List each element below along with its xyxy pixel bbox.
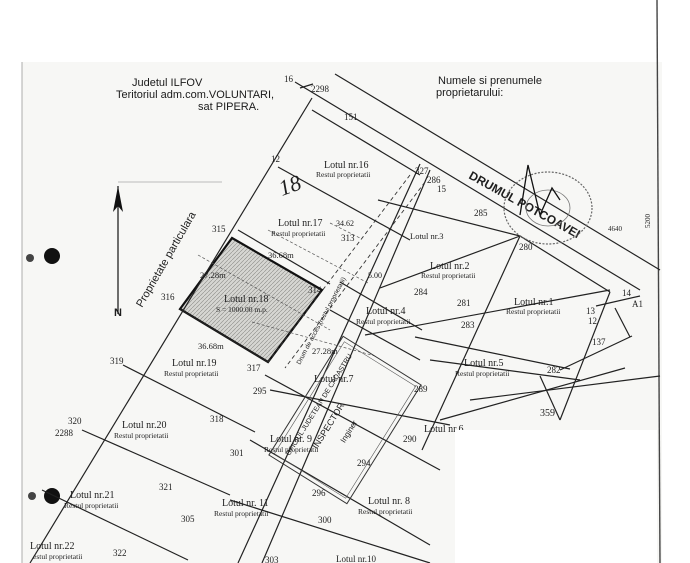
point-number: 321 <box>159 482 173 492</box>
point-number: 284 <box>414 287 428 297</box>
point-number: 4640 <box>608 225 623 233</box>
territory-label: Teritoriul adm.com.VOLUNTARI, <box>116 89 274 101</box>
point-number: 290 <box>403 434 417 444</box>
signature-mark <box>519 164 561 218</box>
point-number: 359 <box>540 408 555 419</box>
round-stamp <box>503 164 593 245</box>
owner-label-2: proprietarului: <box>436 87 503 99</box>
point-number: 294 <box>357 458 371 468</box>
lot-sub: Restul proprietatii <box>455 369 509 378</box>
point-number: 319 <box>110 356 124 366</box>
owner-label: Numele si prenumele <box>438 75 542 87</box>
point-number: 13 <box>586 306 596 316</box>
point-number: 320 <box>68 416 82 426</box>
lot-sub: Restul proprietatii <box>64 501 118 510</box>
point-number: 300 <box>318 515 332 525</box>
point-number: 2288 <box>55 428 74 438</box>
north-arrow: N <box>113 186 123 319</box>
lot-label: Lotul nr.7 <box>314 374 353 385</box>
lot-label: Lotul nr. 11 <box>222 498 269 509</box>
lot-label: Lotul nr.17 <box>278 218 322 229</box>
dimension-values: 36.68m 27.28m 36.68m 27.28m 34.62 5.00 <box>198 219 382 356</box>
point-number: 137 <box>592 337 606 347</box>
lot-sub: S = 1000.00 m.p. <box>216 305 268 314</box>
lot-label: Lotul nr.22 <box>30 541 74 552</box>
point-number: 317 <box>247 363 261 373</box>
lot-label: Lotul nr.2 <box>430 261 469 272</box>
dimension-value: 27.28m <box>200 270 226 280</box>
scan-crop-area <box>455 430 657 563</box>
dimension-value: 27.28m <box>312 346 338 356</box>
point-number: 282 <box>547 365 561 375</box>
lot-sub: Restul proprietatii <box>358 507 412 516</box>
lot-sub: Restul proprietatii <box>356 317 410 326</box>
point-number: 301 <box>230 448 244 458</box>
point-number: 12 <box>588 316 597 326</box>
lot-label: Lotul nr.21 <box>70 490 114 501</box>
lot-label: Lotul nr.20 <box>122 420 166 431</box>
point-number: 2298 <box>311 84 330 94</box>
point-number: 303 <box>265 555 279 563</box>
point-number: 327 <box>415 166 429 176</box>
point-number: 296 <box>312 488 326 498</box>
point-number: 313 <box>341 233 355 243</box>
lot-sub: estul proprietatii <box>33 552 82 561</box>
point-number: 151 <box>344 112 358 122</box>
point-number: 5200 <box>644 214 652 229</box>
svg-text:N: N <box>114 307 122 319</box>
lot-label: Lotul nr.5 <box>464 358 503 369</box>
sheet-right-edge <box>656 0 661 563</box>
dimension-value: 5.00 <box>368 271 382 280</box>
lot-label: Lotul nr.19 <box>172 358 216 369</box>
point-number: 315 <box>212 224 226 234</box>
lot-label: Lotul nr. 8 <box>368 496 410 507</box>
point-number: 285 <box>474 208 488 218</box>
point-number: A1 <box>632 299 643 309</box>
point-number: 15 <box>437 184 447 194</box>
point-numbers: 16 2298 151 12 327 286 15 285 280 315 31… <box>55 74 652 563</box>
point-number: 14 <box>622 288 632 298</box>
point-number: 314 <box>308 285 322 295</box>
lot-label: Lotul nr.4 <box>366 306 405 317</box>
point-number: 12 <box>271 154 280 164</box>
point-number: 286 <box>427 175 441 185</box>
point-number: 305 <box>181 514 195 524</box>
lot-sub: Restul proprietatii <box>164 369 218 378</box>
lot-sub: Restul proprietatii <box>271 229 325 238</box>
point-number: 281 <box>457 298 471 308</box>
village-label: sat PIPERA. <box>198 101 259 113</box>
lot-label-fragment: Lotul nr.6 <box>424 424 463 435</box>
lot-label-fragment: Lotul nr.10 <box>336 554 376 563</box>
dimension-lines <box>197 222 376 357</box>
dimension-value: 36.68m <box>198 341 224 351</box>
point-number: 289 <box>414 384 428 394</box>
lot-sub: Restul proprietatii <box>114 431 168 440</box>
point-number: 280 <box>519 242 533 252</box>
point-number: 295 <box>253 386 267 396</box>
lot-sub: Restul proprietatii <box>264 445 318 454</box>
boundary-lines <box>29 73 661 563</box>
lot-sub: Restul proprietatii <box>316 170 370 179</box>
punch-holes <box>26 248 60 504</box>
point-number: 16 <box>284 74 294 84</box>
lot-sub: Restul proprietatii <box>506 307 560 316</box>
point-number: 318 <box>210 414 224 424</box>
dimension-value: 36.68m <box>268 250 294 260</box>
lot-label: Lotul nr.16 <box>324 160 368 171</box>
lot-label: Lotul nr. 9 <box>270 434 312 445</box>
county-label: Judetul ILFOV <box>132 77 203 89</box>
dimension-value: 34.62 <box>336 219 354 228</box>
access-road <box>267 174 426 369</box>
lot-label: Lotul nr.18 <box>224 294 268 305</box>
lot-labels: Lotul nr.16 Restul proprietatii Lotul nr… <box>30 160 560 563</box>
lot-sub: Restul proprietatii <box>421 271 475 280</box>
lot-label: Lotul nr.3 <box>410 231 444 241</box>
point-number: 316 <box>161 292 175 302</box>
point-number: 283 <box>461 320 475 330</box>
point-number: 322 <box>113 548 127 558</box>
lot-label: Lotul nr.1 <box>514 297 553 308</box>
lot-sub: Restul proprietatii <box>214 509 268 518</box>
